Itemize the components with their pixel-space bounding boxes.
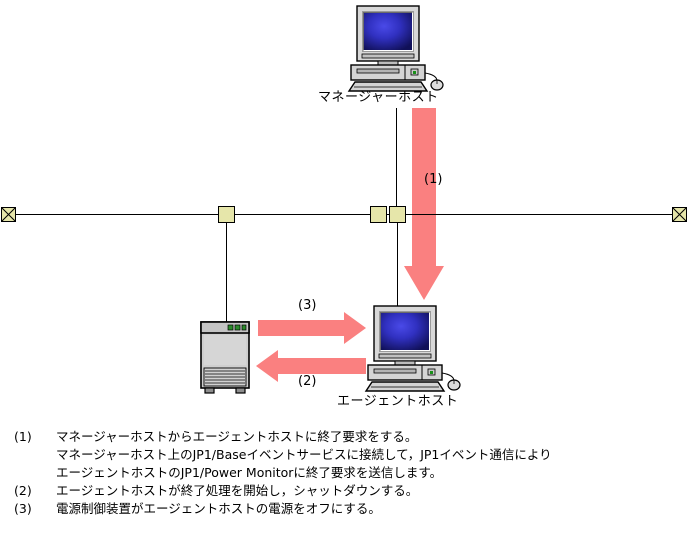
legend-item-1-number: (1)	[14, 429, 32, 444]
bus-junction-manager-host-icon	[370, 206, 387, 223]
legend-item-3: (3) 電源制御装置がエージェントホストの電源をオフにする。	[14, 500, 674, 518]
legend-item-1: (1) マネージャーホストからエージェントホストに終了要求をする。 マネージャー…	[14, 428, 674, 482]
power-control-device-icon	[198, 320, 254, 396]
bus-terminator-right-icon	[672, 207, 687, 222]
legend-item-3-number: (3)	[14, 501, 32, 516]
manager-host-label: マネージャーホスト	[318, 90, 439, 105]
arrow-step-1	[404, 108, 444, 308]
power-control-device-drop-line	[226, 223, 227, 323]
manager-host-drop-line	[396, 108, 397, 214]
arrow-step-3-label: (3)	[298, 298, 317, 313]
bus-terminator-left-icon	[1, 207, 16, 222]
bus-junction-power-control-device-icon	[218, 206, 235, 223]
arrow-step-3	[258, 312, 366, 344]
legend-item-2: (2) エージェントホストが終了処理を開始し，シャットダウンする。	[14, 482, 674, 500]
agent-host-computer-icon	[362, 305, 466, 393]
legend-item-3-text: 電源制御装置がエージェントホストの電源をオフにする。	[56, 500, 674, 518]
manager-host-computer-icon	[345, 5, 449, 93]
legend-item-1-line-3: エージェントホストのJP1/Power Monitorに終了要求を送信します。	[56, 465, 443, 480]
network-bus-line	[8, 214, 680, 215]
legend-item-3-line-1: 電源制御装置がエージェントホストの電源をオフにする。	[56, 501, 381, 516]
agent-host-label: エージェントホスト	[337, 394, 459, 409]
legend-item-2-line-1: エージェントホストが終了処理を開始し，シャットダウンする。	[56, 483, 419, 498]
bus-junction-agent-host-icon	[389, 206, 406, 223]
legend-item-1-line-1: マネージャーホストからエージェントホストに終了要求をする。	[56, 429, 418, 444]
legend-item-1-text: マネージャーホストからエージェントホストに終了要求をする。 マネージャーホスト上…	[56, 428, 674, 482]
legend-item-2-text: エージェントホストが終了処理を開始し，シャットダウンする。	[56, 482, 674, 500]
arrow-step-2	[256, 350, 366, 382]
arrow-step-1-label: (1)	[424, 172, 443, 187]
legend: (1) マネージャーホストからエージェントホストに終了要求をする。 マネージャー…	[14, 428, 674, 518]
legend-item-1-line-2: マネージャーホスト上のJP1/Baseイベントサービスに接続して，JP1イベント…	[56, 447, 552, 462]
legend-item-2-number: (2)	[14, 483, 32, 498]
agent-host-drop-line	[397, 223, 398, 318]
arrow-step-2-label: (2)	[298, 374, 317, 389]
